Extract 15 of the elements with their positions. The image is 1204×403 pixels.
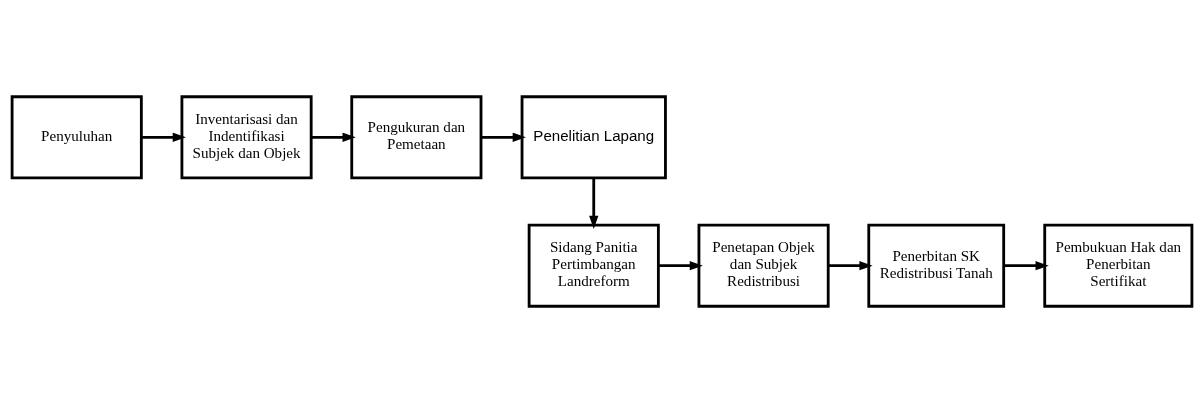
arrow <box>481 132 526 142</box>
node-box: Sidang Panitia Pertimbangan Landreform <box>527 223 660 308</box>
arrow <box>589 177 599 230</box>
arrow <box>311 132 356 142</box>
node-box: Penerbitan SK Redistribusi Tanah <box>867 223 1006 308</box>
node-box: Penetapan Objek dan Subjek Redistribusi <box>697 223 830 308</box>
arrow <box>141 132 186 142</box>
node-box: Pengukuran dan Pemetaan <box>350 95 483 180</box>
node-box: Penyuluhan <box>10 95 143 180</box>
arrow <box>1003 261 1049 271</box>
arrow <box>658 261 703 271</box>
node-box: Pembukuan Hak dan Penerbitan Sertifikat <box>1043 223 1194 308</box>
node-box: Penelitian Lapang <box>520 95 667 180</box>
node-box: Inventarisasi dan Indentifikasi Subjek dan Objek <box>180 95 313 180</box>
arrow <box>828 261 873 271</box>
